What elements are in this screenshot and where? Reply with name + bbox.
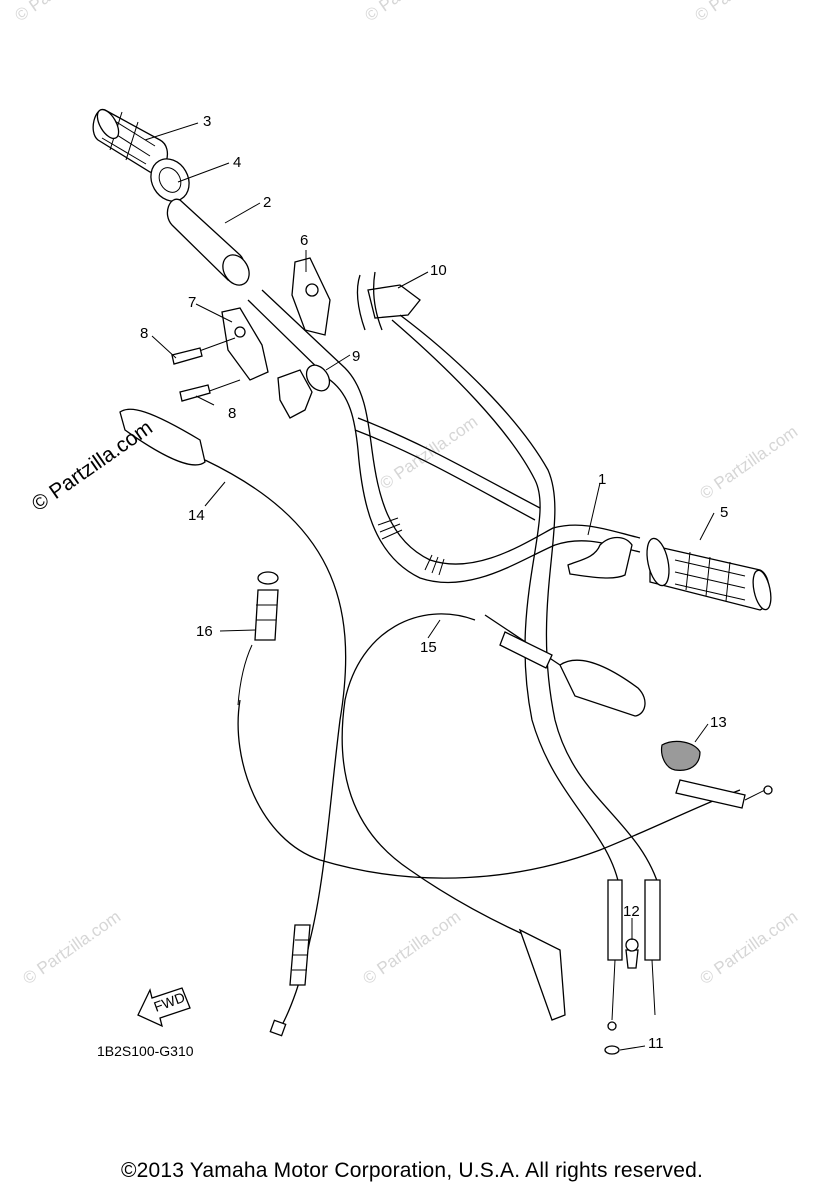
callout-16: 16 [196,623,213,640]
callout-4: 4 [233,154,241,171]
copyright-notice: ©2013 Yamaha Motor Corporation, U.S.A. A… [120,1159,704,1182]
callout-8b: 8 [228,405,236,422]
small-parts [604,740,701,1055]
watermark-faint: © Partzilla.com [376,412,481,493]
callout-5: 5 [720,504,728,521]
callout-7: 7 [188,294,196,311]
right-grip [646,537,772,611]
clutch-cable [237,613,773,1021]
hot-start-cable [119,408,347,1037]
callout-11: 11 [648,1035,664,1052]
callout-9: 9 [352,348,360,365]
callout-6: 6 [300,232,308,249]
watermark-faint: © Partzilla.com [361,0,466,25]
leader-lines [144,122,715,1051]
callout-8a: 8 [140,325,148,342]
handlebar [247,289,641,584]
callout-3: 3 [203,113,211,130]
callout-12: 12 [623,903,640,920]
callout-1: 1 [598,471,606,488]
left-grip-assembly [92,108,250,286]
watermark-faint: © Partzilla.com [19,907,124,988]
callout-2: 2 [263,194,271,211]
watermark-faint: © Partzilla.com [691,0,796,25]
throttle-housing [171,257,331,402]
callout-15: 15 [420,639,437,656]
watermark-faint: © Partzilla.com [696,422,801,503]
callout-14: 14 [188,507,205,524]
watermark-faint: © Partzilla.com [359,907,464,988]
callout-labels: 1 2 3 4 5 6 7 8 8 9 10 11 12 13 14 15 16 [140,113,728,1052]
callout-13: 13 [710,714,727,731]
callout-10: 10 [430,262,447,279]
watermark-faint: © Partzilla.com [11,0,116,25]
watermark-main: © Partzilla.com [28,416,157,516]
watermark-faint: © Partzilla.com [696,907,801,988]
throttle-cable [356,271,661,1031]
choke-plunger [237,571,279,706]
diagram-code: 1B2S100-G310 [97,1043,194,1059]
fwd-arrow: FWD [137,987,191,1028]
